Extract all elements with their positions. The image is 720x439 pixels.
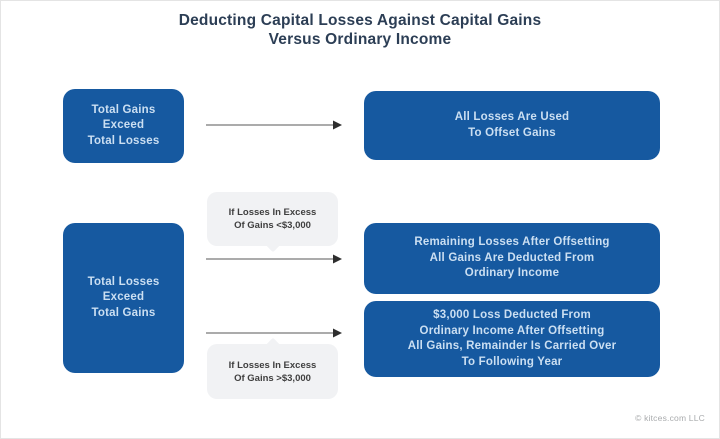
bubble-tail-down (264, 236, 281, 253)
arrow-label-losses-under-3000: If Losses In Excess Of Gains <$3,000 (207, 192, 338, 253)
copyright-text: © kitces.com LLC (635, 413, 705, 423)
condition-box-total-gains-exceed-total-losses: Total Gains Exceed Total Losses (63, 89, 184, 163)
outcome-box-all-losses-offset-gains: All Losses Are Used To Offset Gains (364, 91, 660, 160)
arrow-icon-top (206, 120, 342, 130)
condition-box-text: Total Gains Exceed Total Losses (87, 103, 160, 147)
arrow-icon-middle (206, 254, 342, 264)
outcome-box-3000-loss-carried-over: $3,000 Loss Deducted From Ordinary Incom… (364, 301, 660, 377)
page-title: Deducting Capital Losses Against Capital… (1, 11, 719, 49)
outcome-box-remaining-losses-deducted: Remaining Losses After Offsetting All Ga… (364, 223, 660, 294)
outcome-box-text: Remaining Losses After Offsetting All Ga… (414, 236, 610, 280)
condition-box-total-losses-exceed-total-gains: Total Losses Exceed Total Gains (63, 223, 184, 373)
condition-box-text: Total Losses Exceed Total Gains (87, 275, 160, 319)
outcome-box-text: All Losses Are Used To Offset Gains (454, 111, 570, 139)
page-title-line2: Versus Ordinary Income (268, 31, 452, 48)
bubble-tail-up (264, 337, 281, 354)
arrow-label-losses-over-3000: If Losses In Excess Of Gains >$3,000 (207, 337, 338, 399)
page-title-line1: Deducting Capital Losses Against Capital… (178, 12, 542, 29)
arrow-icon-bottom (206, 328, 342, 338)
outcome-box-text: $3,000 Loss Deducted From Ordinary Incom… (407, 309, 617, 368)
